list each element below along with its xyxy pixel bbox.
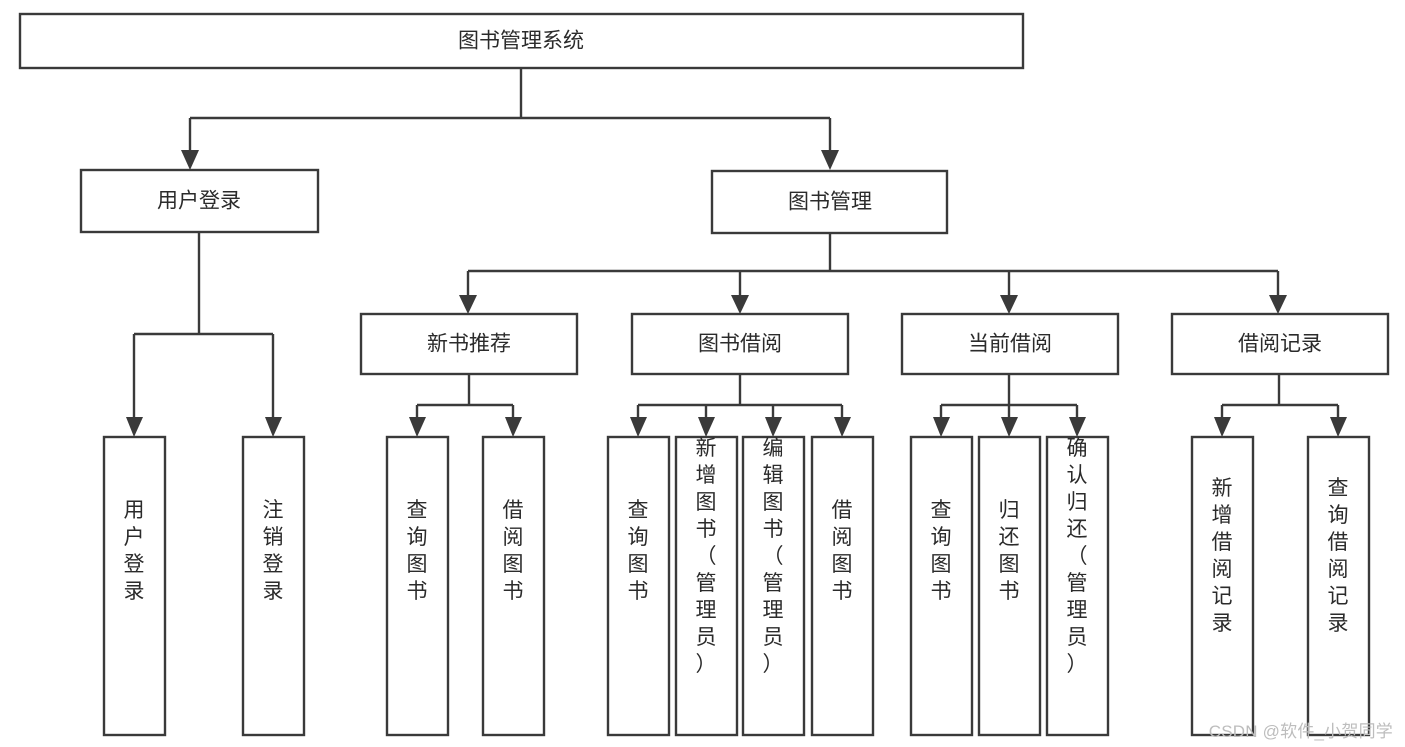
leaf-box-bb-borrow-book[interactable]	[810, 435, 875, 737]
book-management-box[interactable]	[710, 169, 949, 235]
user-login-box[interactable]	[79, 168, 320, 234]
leaf-node-bb-query-book[interactable]: 查询图书	[606, 435, 671, 737]
leaf-box-br-query-record[interactable]	[1306, 435, 1371, 737]
leaf-label-cb-query-book: 查询图书	[931, 499, 952, 603]
leaf-node-cb-query-book[interactable]: 查询图书	[909, 435, 974, 737]
leaf-label-bb-borrow-book: 借阅图书	[832, 499, 853, 603]
arrowhead-cb-query-book	[933, 417, 950, 437]
borrow-record-label: 借阅记录	[1238, 333, 1322, 356]
arrowhead-current-borrow	[1000, 295, 1018, 314]
node-book-borrow[interactable]: 图书借阅	[630, 312, 850, 376]
leaf-label-br-query-record: 查询借阅记录	[1328, 477, 1349, 635]
leaf-label-cb-confirm-return: 确认归还（管理员）	[1067, 437, 1088, 676]
leaf-box-bb-add-book[interactable]	[674, 435, 739, 737]
leaf-label-bb-query-book: 查询图书	[628, 499, 649, 603]
csdn-watermark: CSDN @软件_小贺同学	[1208, 722, 1393, 741]
leaf-node-br-query-record[interactable]: 查询借阅记录	[1306, 435, 1371, 737]
arrowhead-user-login	[181, 150, 199, 170]
leaf-label-bb-edit-book: 编辑图书（管理员）	[763, 437, 784, 676]
leaf-box-bb-query-book[interactable]	[606, 435, 671, 737]
connector-layer	[126, 68, 1347, 437]
leaf-node-bb-edit-book[interactable]: 编辑图书（管理员）	[741, 435, 806, 737]
leaf-node-bb-add-book[interactable]: 新增图书（管理员）	[674, 435, 739, 737]
leaf-label-cb-return-book: 归还图书	[999, 499, 1020, 603]
node-root-book-management-system[interactable]: 图书管理系统	[18, 12, 1025, 70]
leaf-box-nb-borrow-book[interactable]	[481, 435, 546, 737]
leaf-box-cb-confirm-return[interactable]	[1045, 435, 1110, 737]
node-current-borrow[interactable]: 当前借阅	[900, 312, 1120, 376]
node-user-login[interactable]: 用户登录	[79, 168, 320, 234]
new-book-recommend-label: 新书推荐	[427, 333, 511, 356]
arrowhead-bb-query-book	[630, 417, 647, 437]
arrowhead-bb-edit-book	[765, 417, 782, 437]
node-borrow-record[interactable]: 借阅记录	[1170, 312, 1390, 376]
arrowhead-bb-add-book	[698, 417, 715, 437]
leaf-box-user-login-action[interactable]	[102, 435, 167, 737]
leaf-label-logout: 注销登录	[263, 499, 284, 603]
leaf-node-logout[interactable]: 注销登录	[241, 435, 306, 737]
leaf-label-bb-add-book: 新增图书（管理员）	[696, 437, 717, 676]
arrowhead-leaf-user-login	[126, 417, 143, 437]
leaf-box-cb-return-book[interactable]	[977, 435, 1042, 737]
current-borrow-label: 当前借阅	[968, 333, 1052, 356]
current-borrow-box[interactable]	[900, 312, 1120, 376]
leaf-node-user-login-action[interactable]: 用户登录	[102, 435, 167, 737]
leaf-box-br-add-record[interactable]	[1190, 435, 1255, 737]
node-new-book-recommend[interactable]: 新书推荐	[359, 312, 579, 376]
book-borrow-box[interactable]	[630, 312, 850, 376]
arrowhead-borrow-record	[1269, 295, 1287, 314]
arrowhead-book-manage	[821, 150, 839, 170]
book-management-label: 图书管理	[788, 191, 872, 214]
borrow-record-box[interactable]	[1170, 312, 1390, 376]
arrowhead-nb-borrow-book	[505, 417, 522, 437]
arrowhead-book-borrow	[731, 295, 749, 314]
leaf-label-nb-borrow-book: 借阅图书	[503, 499, 524, 603]
leaf-node-nb-borrow-book[interactable]: 借阅图书	[481, 435, 546, 737]
new-book-recommend-box[interactable]	[359, 312, 579, 376]
arrowhead-bb-borrow-book	[834, 417, 851, 437]
node-book-management[interactable]: 图书管理	[710, 169, 949, 235]
leaf-node-cb-return-book[interactable]: 归还图书	[977, 435, 1042, 737]
arrowhead-cb-return-book	[1001, 417, 1018, 437]
leaf-label-nb-query-book: 查询图书	[407, 499, 428, 603]
arrowhead-new-book-recommend	[459, 295, 477, 314]
root-label: 图书管理系统	[458, 30, 584, 53]
leaf-node-nb-query-book[interactable]: 查询图书	[385, 435, 450, 737]
arrowhead-nb-query-book	[409, 417, 426, 437]
arrowhead-cb-confirm-return	[1069, 417, 1086, 437]
leaf-label-user-login-action: 用户登录	[124, 499, 145, 603]
root-box[interactable]	[18, 12, 1025, 70]
book-borrow-label: 图书借阅	[698, 333, 782, 356]
arrowhead-leaf-logout	[265, 417, 282, 437]
leaf-box-nb-query-book[interactable]	[385, 435, 450, 737]
leaf-label-br-add-record: 新增借阅记录	[1212, 477, 1233, 635]
user-login-label: 用户登录	[157, 190, 241, 213]
leaf-box-bb-edit-book[interactable]	[741, 435, 806, 737]
leaf-node-br-add-record[interactable]: 新增借阅记录	[1190, 435, 1255, 737]
leaf-node-cb-confirm-return[interactable]: 确认归还（管理员）	[1045, 435, 1110, 737]
arrowhead-br-query-record	[1330, 417, 1347, 437]
leaf-box-logout[interactable]	[241, 435, 306, 737]
leaf-node-bb-borrow-book[interactable]: 借阅图书	[810, 435, 875, 737]
arrowhead-br-add-record	[1214, 417, 1231, 437]
leaf-box-cb-query-book[interactable]	[909, 435, 974, 737]
